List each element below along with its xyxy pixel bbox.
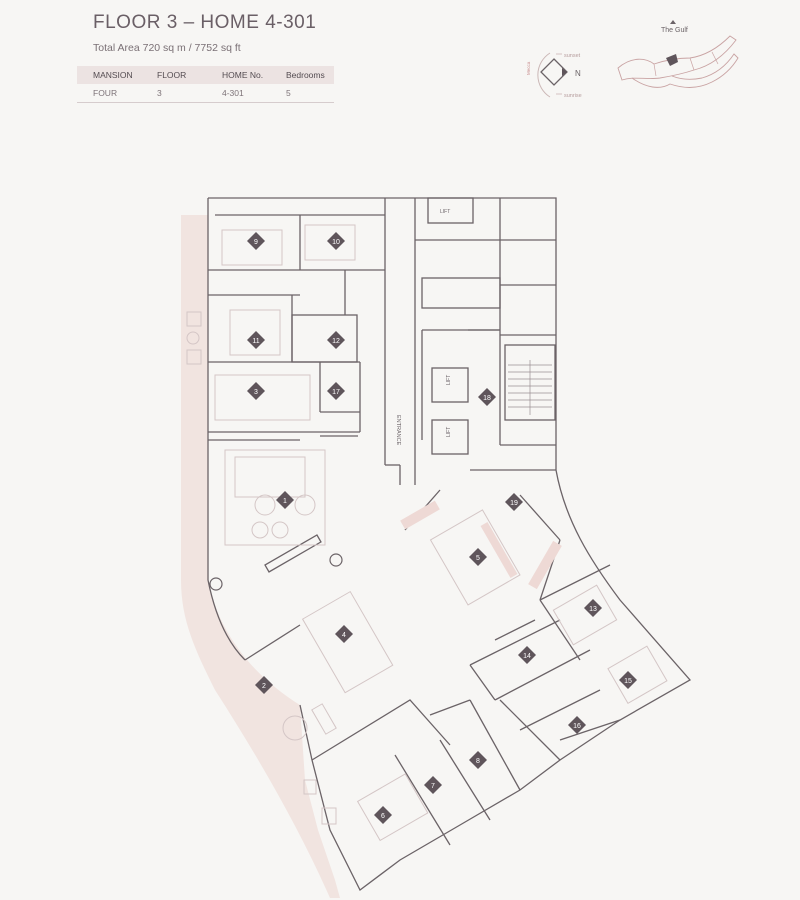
- info-table-row: FOUR 3 4-301 5: [77, 84, 334, 103]
- room-marker-label: 16: [573, 723, 581, 730]
- room-marker-label: 5: [476, 555, 480, 562]
- room-marker-diamond: [327, 331, 345, 349]
- col-mansion: MANSION: [77, 66, 157, 84]
- sunrise-label: sunrise: [564, 93, 582, 99]
- terrace: [181, 215, 340, 898]
- room-marker-label: 2: [262, 683, 266, 690]
- room-marker-label: 13: [589, 606, 597, 613]
- info-table-header: MANSION FLOOR HOME No. Bedrooms: [77, 66, 334, 84]
- room-marker-label: 3: [254, 389, 258, 396]
- room-marker-label: 10: [332, 239, 340, 246]
- room-marker-diamond: [478, 388, 496, 406]
- room-marker-label: 8: [476, 758, 480, 765]
- room-marker-diamond: [469, 751, 487, 769]
- entrance-label: ENTRANCE: [395, 415, 401, 446]
- room-marker-4: 4: [335, 625, 353, 643]
- room-marker-6: 6: [374, 806, 392, 824]
- room-marker-label: 17: [332, 389, 340, 396]
- room-marker-diamond: [568, 716, 586, 734]
- mecca-label: Mecca: [526, 61, 531, 75]
- room-marker-label: 9: [254, 239, 258, 246]
- room-marker-7: 7: [424, 776, 442, 794]
- room-marker-diamond: [247, 232, 265, 250]
- room-marker-diamond: [327, 232, 345, 250]
- room-marker-16: 16: [568, 716, 586, 734]
- room-marker-diamond: [505, 493, 523, 511]
- room-marker-12: 12: [327, 331, 345, 349]
- room-marker-11: 11: [247, 331, 265, 349]
- room-marker-diamond: [374, 806, 392, 824]
- furniture: [186, 224, 668, 842]
- room-marker-2: 2: [255, 676, 273, 694]
- col-floor: FLOOR: [157, 66, 222, 84]
- cell-mansion: FOUR: [77, 84, 157, 103]
- room-marker-15: 15: [619, 671, 637, 689]
- room-marker-13: 13: [584, 599, 602, 617]
- total-area: Total Area 720 sq m / 7752 sq ft: [93, 42, 241, 54]
- room-marker-label: 7: [431, 783, 435, 790]
- room-marker-diamond: [584, 599, 602, 617]
- room-marker-diamond: [247, 331, 265, 349]
- room-marker-label: 15: [624, 678, 632, 685]
- lift-label-top: LIFT: [440, 209, 450, 215]
- room-marker-diamond: [327, 382, 345, 400]
- room-marker-label: 6: [381, 813, 385, 820]
- col-bedrooms: Bedrooms: [286, 66, 334, 84]
- room-marker-diamond: [255, 676, 273, 694]
- compass-icon: sunset sunrise N Mecca: [526, 52, 582, 99]
- home-info-table: MANSION FLOOR HOME No. Bedrooms FOUR 3 4…: [77, 66, 334, 103]
- col-home-no: HOME No.: [222, 66, 286, 84]
- location-map: The Gulf: [617, 20, 739, 88]
- room-marker-19: 19: [505, 493, 523, 511]
- room-marker-label: 19: [510, 500, 518, 507]
- page-title: FLOOR 3 – HOME 4-301: [93, 12, 317, 33]
- cell-bedrooms: 5: [286, 84, 334, 103]
- room-marker-14: 14: [518, 646, 536, 664]
- room-marker-diamond: [276, 491, 294, 509]
- room-marker-label: 12: [332, 338, 340, 345]
- room-marker-18: 18: [478, 388, 496, 406]
- room-marker-diamond: [424, 776, 442, 794]
- room-marker-diamond: [247, 382, 265, 400]
- room-marker-label: 18: [483, 395, 491, 402]
- walls: [207, 197, 692, 891]
- room-marker-diamond: [335, 625, 353, 643]
- room-marker-17: 17: [327, 382, 345, 400]
- room-marker-diamond: [518, 646, 536, 664]
- room-marker-label: 11: [252, 338, 259, 345]
- cell-home-no: 4-301: [222, 84, 286, 103]
- room-marker-5: 5: [469, 548, 487, 566]
- room-marker-label: 1: [283, 498, 287, 505]
- cell-floor: 3: [157, 84, 222, 103]
- gulf-label: The Gulf: [661, 27, 688, 34]
- room-marker-diamond: [469, 548, 487, 566]
- room-marker-10: 10: [327, 232, 345, 250]
- sunset-label: sunset: [564, 53, 581, 59]
- kitchen-counter: [400, 500, 562, 590]
- room-marker-diamond: [619, 671, 637, 689]
- room-marker-label: 4: [342, 632, 346, 639]
- north-label: N: [575, 69, 581, 78]
- room-marker-label: 14: [523, 653, 531, 660]
- staircase: [508, 360, 552, 415]
- columns: [209, 553, 343, 591]
- room-marker-9: 9: [247, 232, 265, 250]
- room-marker-3: 3: [247, 382, 265, 400]
- room-marker-8: 8: [469, 751, 487, 769]
- lift-label-2: LIFT: [446, 427, 452, 437]
- room-marker-1: 1: [276, 491, 294, 509]
- lift-label-1: LIFT: [446, 375, 452, 385]
